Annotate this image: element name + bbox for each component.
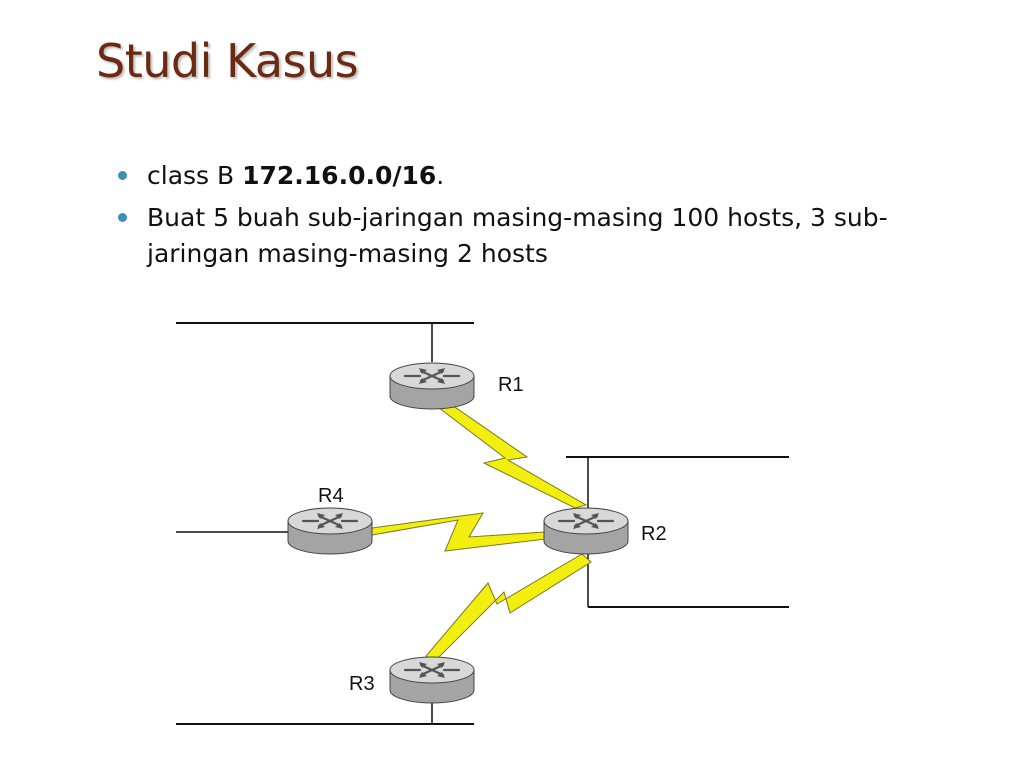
router-icon bbox=[542, 506, 630, 556]
router-r2 bbox=[542, 506, 630, 556]
router-r1 bbox=[388, 361, 476, 411]
bullet-prefix: class B bbox=[147, 161, 243, 190]
network-address: 172.16.0.0/16 bbox=[242, 161, 437, 190]
router-label-r1: R1 bbox=[498, 374, 524, 396]
router-icon bbox=[286, 506, 374, 556]
router-r3 bbox=[388, 655, 476, 705]
bullet-item-address: class B 172.16.0.0/16. bbox=[118, 158, 958, 194]
serial-link-r3-r2 bbox=[425, 553, 592, 663]
slide-title: Studi Kasus bbox=[96, 34, 359, 88]
serial-link-r1-r2 bbox=[424, 393, 588, 509]
bullet-list: class B 172.16.0.0/16. Buat 5 buah sub-j… bbox=[118, 158, 958, 278]
router-icon bbox=[388, 361, 476, 411]
router-label-r4: R4 bbox=[318, 485, 344, 507]
router-label-r3: R3 bbox=[349, 673, 375, 695]
bullet-suffix: . bbox=[436, 161, 445, 190]
router-r4 bbox=[286, 506, 374, 556]
router-icon bbox=[388, 655, 476, 705]
router-label-r2: R2 bbox=[641, 523, 667, 545]
serial-link-r4-r2 bbox=[371, 512, 547, 552]
bullet-item-subnets: Buat 5 buah sub-jaringan masing-masing 1… bbox=[118, 200, 958, 272]
